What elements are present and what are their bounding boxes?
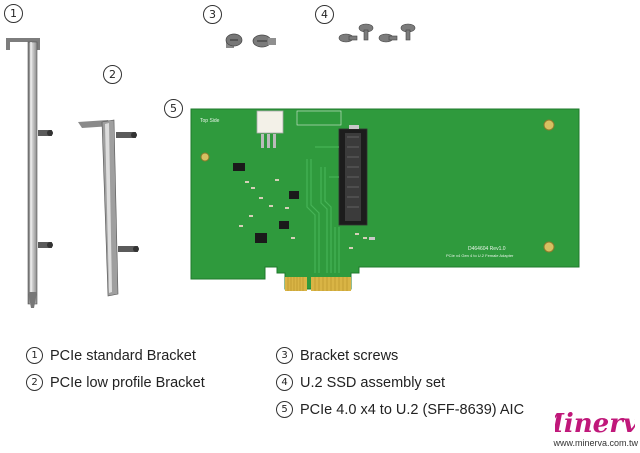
legend-number: 5 (276, 401, 293, 418)
legend-item-standard-bracket: 1 PCIe standard Bracket (26, 347, 196, 364)
board-silk-model: D464604 Rev1.0 (468, 246, 506, 252)
legend-item-u2-assembly-set: 4 U.2 SSD assembly set (276, 374, 445, 391)
legend-label: PCIe 4.0 x4 to U.2 (SFF-8639) AIC (300, 401, 525, 418)
legend-label: U.2 SSD assembly set (300, 374, 446, 391)
screw-icon (225, 33, 243, 48)
legend-label: PCIe standard Bracket (50, 347, 196, 364)
brand-url: www.minerva.com.tw (553, 438, 638, 448)
legend-number: 1 (26, 347, 43, 364)
marker-5: 5 (164, 99, 183, 118)
legend-number: 3 (276, 347, 293, 364)
u2-ssd-assembly-set-image (338, 23, 416, 43)
board-silk-description: PCIe x4 Gen 4 to U.2 Female Adapter (446, 253, 514, 258)
legend-item-pcie-aic: 5 PCIe 4.0 x4 to U.2 (SFF-8639) AIC (276, 401, 524, 418)
standard-bracket-image (6, 38, 53, 308)
marker-3: 3 (203, 5, 222, 24)
screw-icon (252, 34, 276, 48)
legend-number: 2 (26, 374, 43, 391)
bracket-screws-image (225, 33, 276, 48)
legend-number: 4 (276, 374, 293, 391)
pcie-u2-adapter-card-image (190, 108, 580, 291)
minerva-logo: Minerva (555, 409, 635, 439)
legend-item-low-profile-bracket: 2 PCIe low profile Bracket (26, 374, 205, 391)
marker-1: 1 (4, 4, 23, 23)
minerva-logo-text: Minerva (555, 409, 635, 439)
marker-2: 2 (103, 65, 122, 84)
legend-item-bracket-screws: 3 Bracket screws (276, 347, 398, 364)
legend-label: Bracket screws (300, 347, 399, 364)
low-profile-bracket-image (78, 119, 139, 297)
legend-label: PCIe low profile Bracket (50, 374, 205, 391)
board-silk-top-side: Top Side (200, 118, 220, 124)
marker-4: 4 (315, 5, 334, 24)
